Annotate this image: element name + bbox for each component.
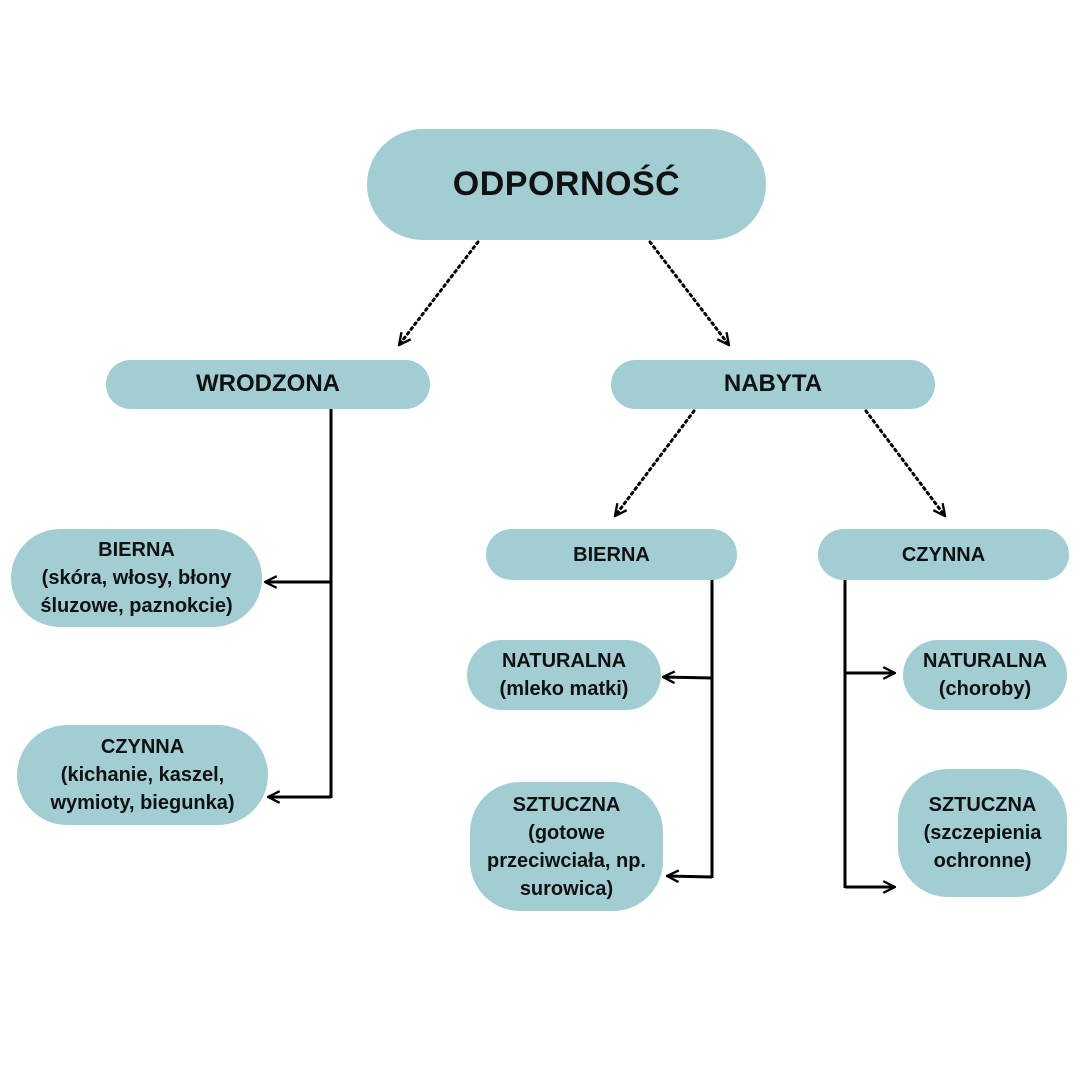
node-czynna-naturalna-desc-1: (choroby) [938,678,1032,700]
solid-connectors [265,408,895,888]
node-czynna-sztuczna-desc-1: (szczepienia [923,822,1042,844]
arrow-to-bierna-naturalna [663,677,713,678]
node-nabyta-czynna-label: CZYNNA [901,543,986,566]
node-czynna-naturalna: NATURALNA (choroby) [903,640,1067,710]
node-bierna-naturalna-desc-1: (mleko matki) [499,678,629,700]
arrow-root-to-wrodzona [399,240,480,345]
node-wrodzona: WRODZONA [106,360,430,409]
node-odpornosc-label: ODPORNOŚĆ [452,165,681,204]
node-wrodzona-czynna: CZYNNA (kichanie, kaszel, wymioty, biegu… [17,725,268,825]
node-nabyta: NABYTA [611,360,935,409]
node-czynna-sztuczna-title: SZTUCZNA [928,794,1037,816]
node-bierna-sztuczna-desc-1: (gotowe [528,821,605,844]
node-wrodzona-bierna: BIERNA (skóra, włosy, błony śluzowe, paz… [11,529,262,627]
node-bierna-naturalna: NATURALNA (mleko matki) [467,640,661,710]
arrow-nabyta-to-czynna [864,409,945,516]
node-wrodzona-bierna-title: BIERNA [98,539,175,561]
node-wrodzona-label: WRODZONA [196,370,340,398]
node-bierna-sztuczna-desc-2: przeciwciała, np. [487,849,646,872]
node-bierna-sztuczna: SZTUCZNA (gotowe przeciwciała, np. surow… [470,782,663,911]
arrow-nabyta-to-bierna [615,409,696,516]
node-czynna-sztuczna: SZTUCZNA (szczepienia ochronne) [898,769,1067,897]
node-wrodzona-czynna-desc-1: (kichanie, kaszel, [60,764,225,786]
node-bierna-sztuczna-desc-3: surowica) [519,877,614,900]
node-wrodzona-bierna-desc-2: śluzowe, paznokcie) [40,595,233,617]
node-nabyta-czynna: CZYNNA [818,529,1069,580]
node-bierna-naturalna-title: NATURALNA [501,650,627,672]
node-nabyta-bierna: BIERNA [486,529,737,580]
node-nabyta-bierna-label: BIERNA [573,543,650,566]
node-czynna-naturalna-title: NATURALNA [922,650,1048,672]
node-wrodzona-bierna-desc-1: (skóra, włosy, błony [41,567,232,589]
node-wrodzona-czynna-desc-2: wymioty, biegunka) [50,792,235,814]
arrow-root-to-nabyta [648,240,729,345]
node-wrodzona-czynna-title: CZYNNA [100,736,185,758]
node-czynna-sztuczna-desc-2: ochronne) [933,850,1032,872]
node-nabyta-label: NABYTA [723,370,823,398]
node-bierna-sztuczna-title: SZTUCZNA [512,793,621,816]
arrow-to-bierna-sztuczna [667,876,713,877]
node-odpornosc: ODPORNOŚĆ [367,129,766,240]
dotted-arrows [399,240,945,516]
